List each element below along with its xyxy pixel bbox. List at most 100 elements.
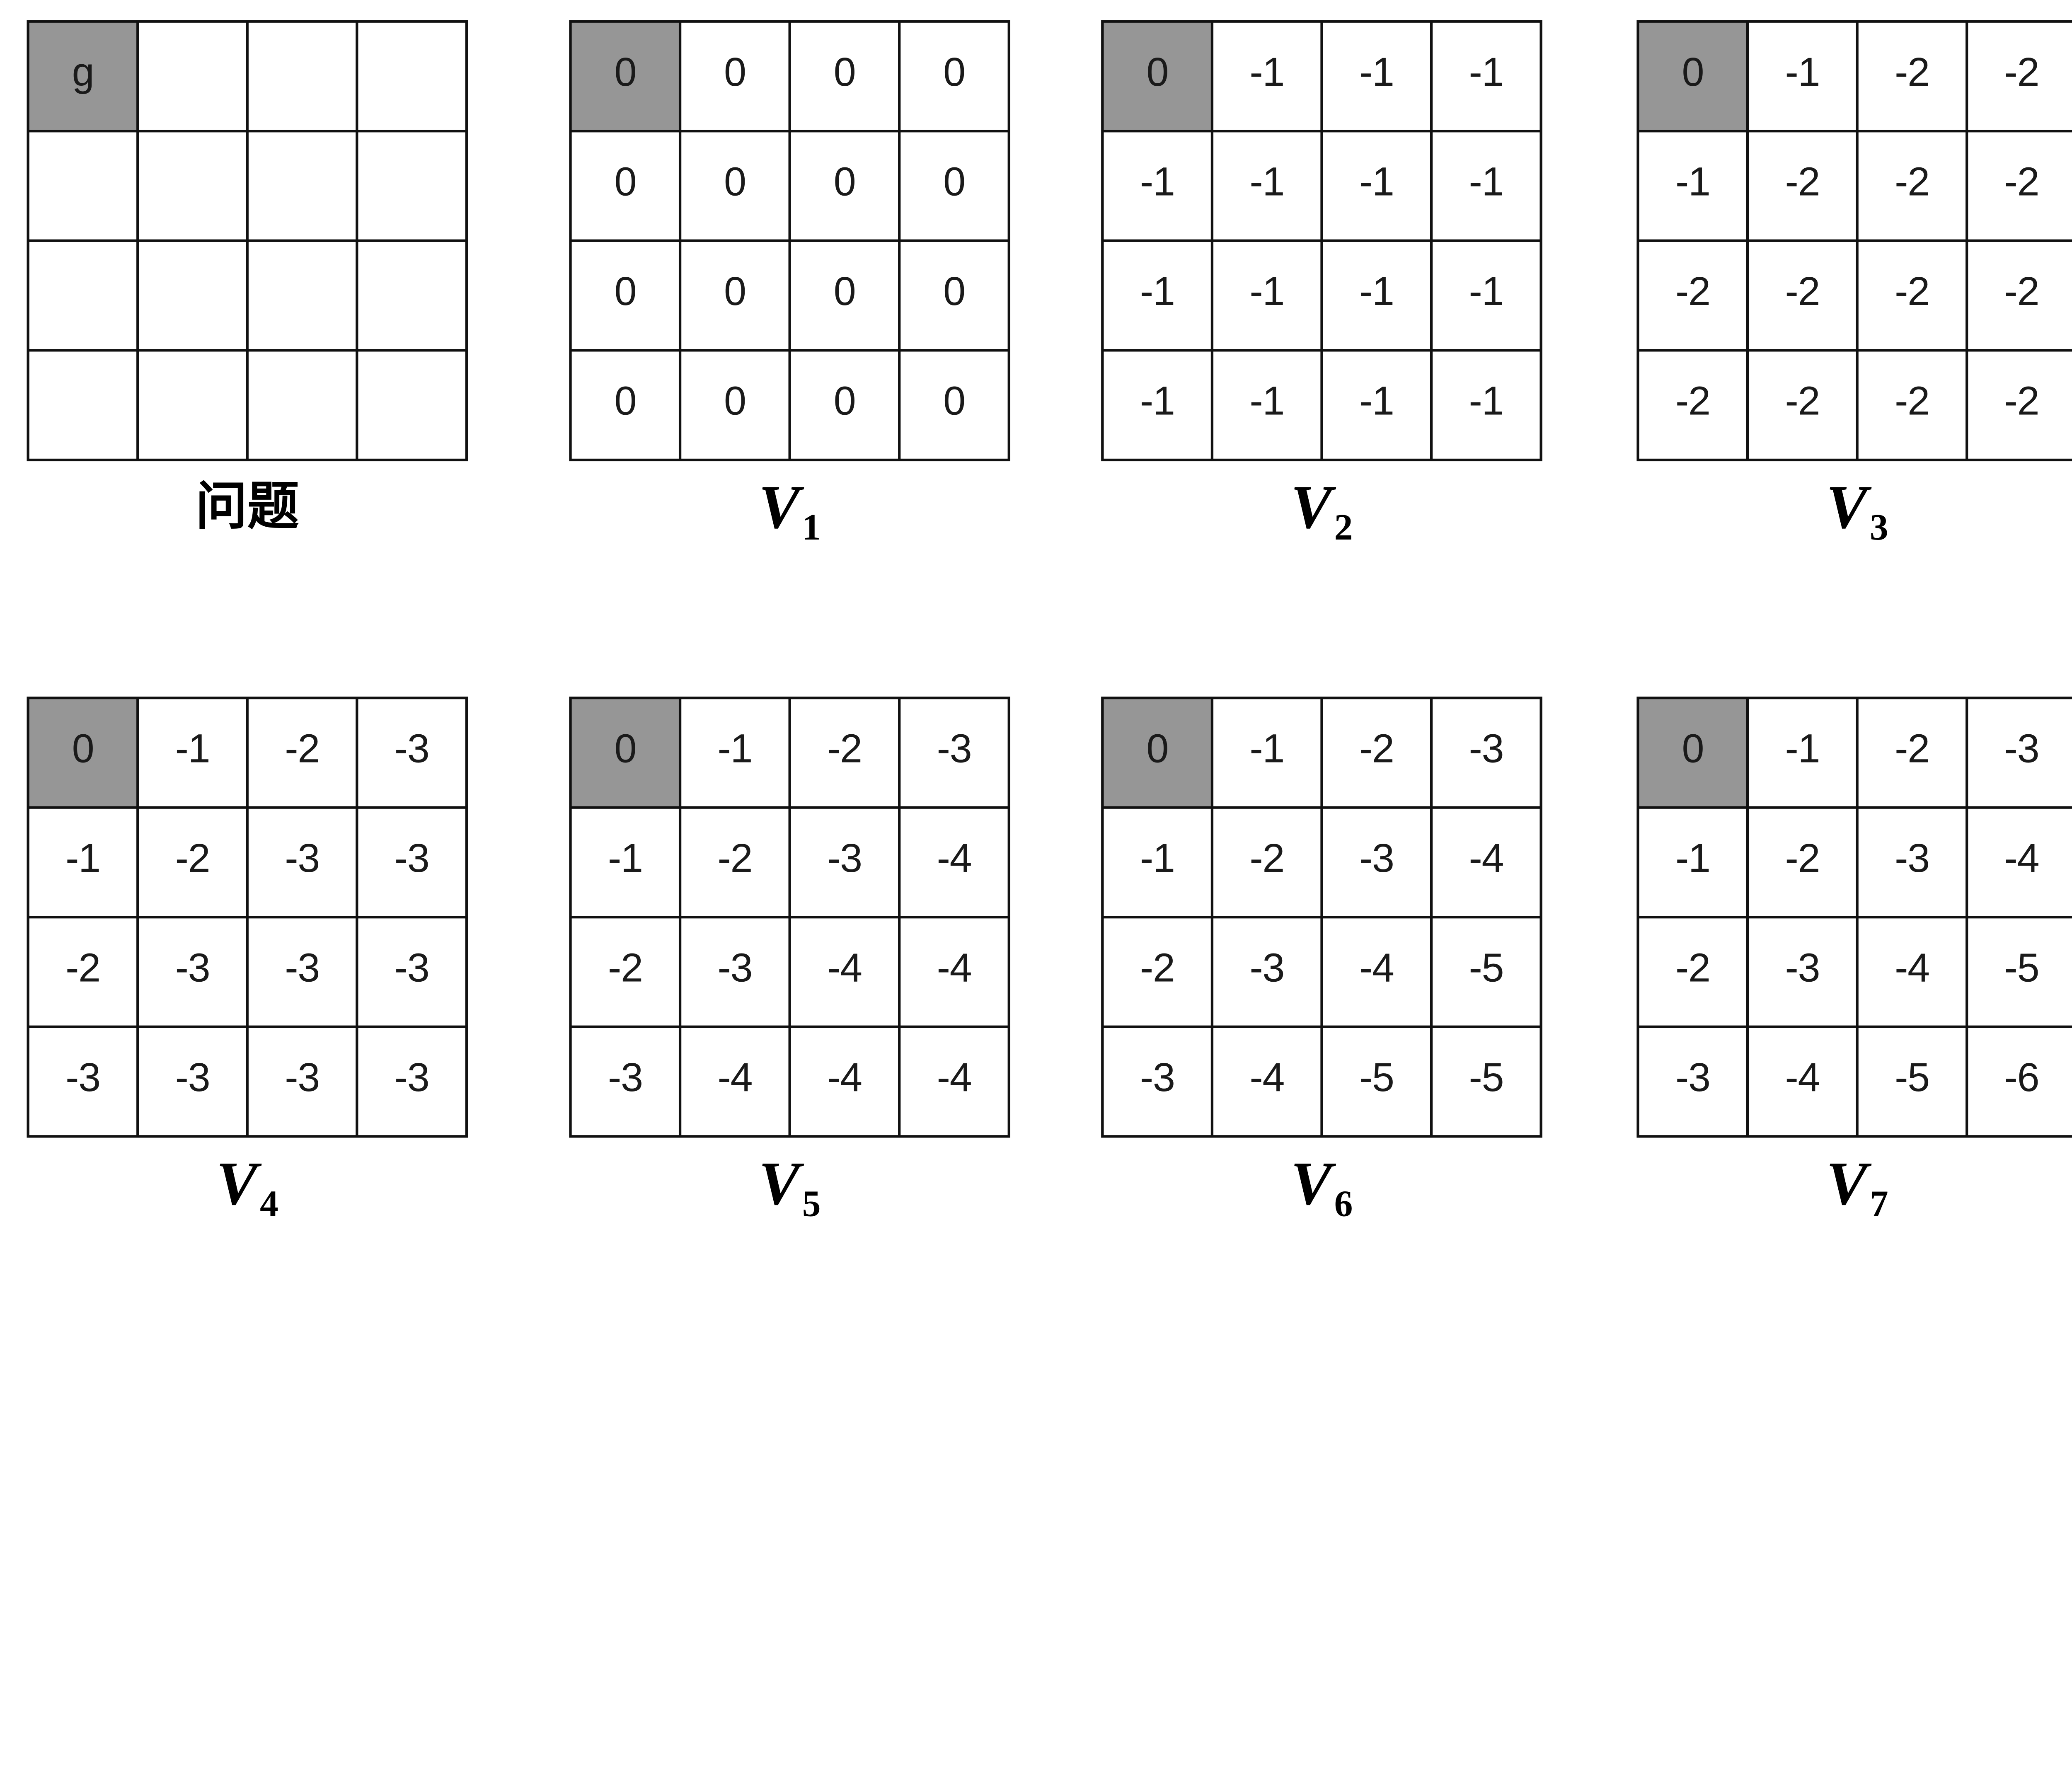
grid-cell: -1 (1323, 22, 1430, 130)
value-function-symbol: V2 (1291, 476, 1353, 545)
grid-cell: -1 (1213, 242, 1321, 349)
grid-cell: -1 (1104, 351, 1211, 459)
grid-cell: -3 (358, 808, 465, 916)
grid-cell (139, 132, 246, 240)
grid-cell: -1 (681, 699, 789, 806)
grid-cell (358, 351, 465, 459)
grid-v3: 0-1-2-2-1-2-2-2-2-2-2-2-2-2-2-2 (1636, 20, 2072, 462)
grid-cell: -3 (900, 699, 1008, 806)
grid-cell: -2 (791, 699, 898, 806)
grid-cell: -4 (1213, 1028, 1321, 1135)
grid-cell: -6 (1968, 1028, 2072, 1135)
grid-cell: 0 (900, 132, 1008, 240)
grid-cell: -1 (1323, 242, 1430, 349)
grid-cell: -4 (900, 918, 1008, 1026)
panel-label-v3: V3 (1826, 475, 1888, 545)
value-function-letter: V (1290, 472, 1332, 541)
goal-cell: 0 (571, 22, 679, 130)
grid-cell (248, 22, 356, 130)
goal-cell: 0 (1104, 699, 1211, 806)
grid-v2: 0-1-1-1-1-1-1-1-1-1-1-1-1-1-1-1 (1101, 20, 1542, 462)
grid-cell: 0 (681, 242, 789, 349)
grid-cell: -1 (1213, 351, 1321, 459)
grid-v4: 0-1-2-3-1-2-3-3-2-3-3-3-3-3-3-3 (27, 697, 468, 1138)
grid-cell: -2 (1639, 351, 1746, 459)
grid-cell: -2 (1749, 351, 1856, 459)
value-function-subscript: 6 (1334, 1183, 1353, 1224)
grid-cell: -1 (571, 808, 679, 916)
value-function-symbol: V6 (1291, 1152, 1353, 1222)
grid-cell: -2 (29, 918, 137, 1026)
grid-cell: -3 (139, 918, 246, 1026)
grid-cell: -2 (1968, 22, 2072, 130)
goal-cell: g (29, 22, 137, 130)
goal-cell: 0 (29, 699, 137, 806)
grid-cell: -1 (1323, 351, 1430, 459)
panel-label-v2: V2 (1291, 475, 1353, 545)
value-function-subscript: 4 (259, 1183, 278, 1224)
grid-cell: -3 (571, 1028, 679, 1135)
grid-problem: g (27, 20, 468, 462)
panel-label-problem: 问题 (196, 475, 299, 538)
grid-cell (29, 132, 137, 240)
panel-problem: g 问题 (27, 20, 468, 539)
grid-cell: 0 (791, 351, 898, 459)
panel-label-v7: V7 (1826, 1152, 1888, 1222)
grid-cell: -1 (1433, 22, 1540, 130)
grid-cell: -3 (1749, 918, 1856, 1026)
grid-cell: -2 (1323, 699, 1430, 806)
grid-cell: -5 (1858, 1028, 1966, 1135)
grid-cell: -3 (1213, 918, 1321, 1026)
grid-cell: -4 (1323, 918, 1430, 1026)
panel-label-v1: V1 (759, 475, 821, 545)
goal-cell: 0 (1639, 699, 1746, 806)
grid-cell: -3 (29, 1028, 137, 1135)
value-function-subscript: 2 (1334, 506, 1353, 548)
grid-cell: 0 (571, 351, 679, 459)
grid-cell: -1 (1104, 808, 1211, 916)
grid-cell: -2 (1749, 808, 1856, 916)
value-function-symbol: V7 (1826, 1152, 1888, 1222)
grid-cell: -2 (139, 808, 246, 916)
grid-cell: -4 (791, 1028, 898, 1135)
grid-cell: -2 (248, 699, 356, 806)
grid-cell: -3 (1323, 808, 1430, 916)
grid-cell: -1 (1749, 699, 1856, 806)
grid-cell: -2 (1858, 22, 1966, 130)
grid-cell (139, 351, 246, 459)
grid-cell (248, 242, 356, 349)
grid-cell: -4 (900, 1028, 1008, 1135)
grid-cell: -1 (1213, 699, 1321, 806)
problem-label-text: 问题 (195, 478, 299, 535)
grid-cell: -4 (681, 1028, 789, 1135)
grid-cell: -3 (681, 918, 789, 1026)
grid-cell: -5 (1433, 918, 1540, 1026)
grid-cell: -5 (1433, 1028, 1540, 1135)
grid-cell: -2 (1749, 242, 1856, 349)
grid-cell: -5 (1323, 1028, 1430, 1135)
grid-v6: 0-1-2-3-1-2-3-4-2-3-4-5-3-4-5-5 (1101, 697, 1542, 1138)
grid-cell: -3 (248, 808, 356, 916)
grid-cell: -3 (1104, 1028, 1211, 1135)
grid-cell (358, 22, 465, 130)
value-function-symbol: V3 (1826, 476, 1888, 545)
grid-cell: -3 (248, 918, 356, 1026)
grid-cell: -1 (1104, 242, 1211, 349)
grid-cell: 0 (571, 242, 679, 349)
grid-cell (248, 351, 356, 459)
grid-cell: -1 (1749, 22, 1856, 130)
value-function-letter: V (1826, 472, 1868, 541)
value-function-symbol: V5 (759, 1152, 821, 1222)
grid-cell: -2 (1968, 242, 2072, 349)
grid-cell (248, 132, 356, 240)
grid-cell: -4 (1749, 1028, 1856, 1135)
grid-v5: 0-1-2-3-1-2-3-4-2-3-4-4-3-4-4-4 (569, 697, 1010, 1138)
panel-label-v5: V5 (759, 1152, 821, 1222)
grid-cell: -3 (1639, 1028, 1746, 1135)
